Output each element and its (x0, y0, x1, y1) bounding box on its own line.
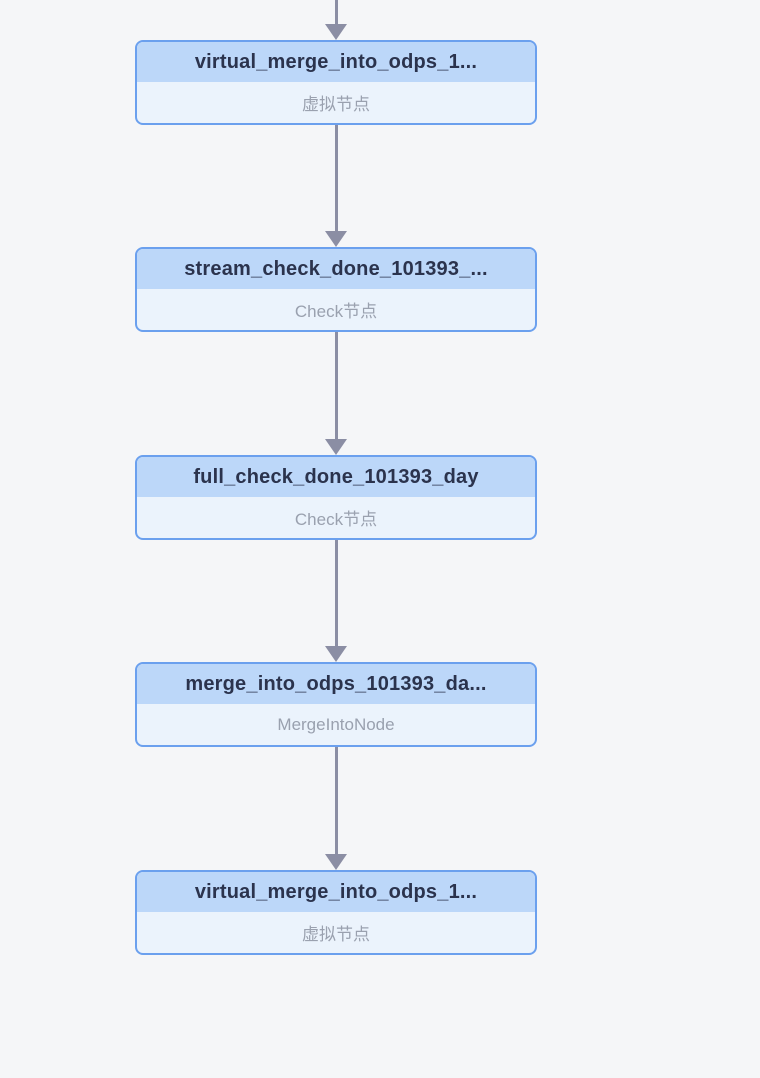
node-header: full_check_done_101393_day (137, 457, 535, 497)
node-header: merge_into_odps_101393_da... (137, 664, 535, 704)
node-title: virtual_merge_into_odps_1... (194, 50, 478, 73)
dag-node-virtual-merge-top[interactable]: virtual_merge_into_odps_1... 虚拟节点 (135, 40, 537, 125)
edge-arrowhead (325, 646, 347, 662)
node-title: stream_check_done_101393_... (184, 257, 488, 280)
node-type-label: 虚拟节点 (302, 95, 370, 114)
edge-line (334, 332, 338, 439)
node-title: merge_into_odps_101393_da... (185, 672, 487, 695)
edge-arrow (325, 540, 347, 662)
node-type-label: Check节点 (294, 510, 378, 529)
node-type-label: MergeIntoNode (277, 714, 395, 734)
edge-arrowhead (325, 854, 347, 870)
edge-line (334, 125, 338, 231)
dag-node-stream-check-done[interactable]: stream_check_done_101393_... Check节点 (135, 247, 537, 332)
node-type-label: Check节点 (294, 302, 378, 321)
node-body: Check节点 (137, 497, 535, 538)
node-header: virtual_merge_into_odps_1... (137, 42, 535, 82)
edge-line (334, 747, 338, 854)
edge-line (334, 0, 338, 24)
edge-arrow-incoming (325, 0, 347, 40)
node-title: full_check_done_101393_day (193, 465, 479, 488)
edge-arrowhead (325, 439, 347, 455)
node-type-label: 虚拟节点 (302, 925, 370, 944)
node-body: MergeIntoNode (137, 704, 535, 745)
edge-arrow (325, 125, 347, 247)
node-body: 虚拟节点 (137, 82, 535, 123)
edge-arrowhead (325, 24, 347, 40)
node-header: virtual_merge_into_odps_1... (137, 872, 535, 912)
node-body: 虚拟节点 (137, 912, 535, 953)
node-title: virtual_merge_into_odps_1... (194, 880, 478, 903)
edge-arrow (325, 747, 347, 870)
edge-arrowhead (325, 231, 347, 247)
node-body: Check节点 (137, 289, 535, 330)
dag-node-merge-into-odps[interactable]: merge_into_odps_101393_da... MergeIntoNo… (135, 662, 537, 747)
node-header: stream_check_done_101393_... (137, 249, 535, 289)
dag-node-virtual-merge-bottom[interactable]: virtual_merge_into_odps_1... 虚拟节点 (135, 870, 537, 955)
dag-node-full-check-done[interactable]: full_check_done_101393_day Check节点 (135, 455, 537, 540)
edge-line (334, 540, 338, 646)
edge-arrow (325, 332, 347, 455)
